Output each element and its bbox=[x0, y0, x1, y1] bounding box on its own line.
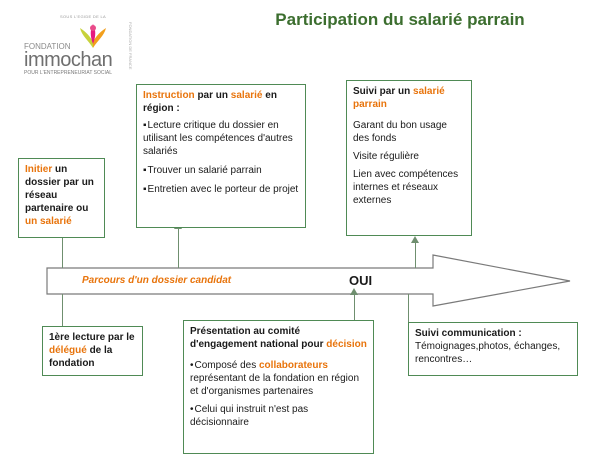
list-item: Lien avec compétences internes et réseau… bbox=[353, 169, 459, 206]
lecture-p2: délégué bbox=[49, 345, 87, 356]
oui-label: OUI bbox=[349, 273, 373, 288]
logo-tagline: POUR L'ENTREPRENEURIAT SOCIAL bbox=[24, 70, 113, 76]
lecture-p1: 1ère lecture par le bbox=[49, 332, 135, 343]
instruction-h1: Instruction bbox=[143, 90, 195, 101]
connector-initier bbox=[62, 236, 63, 268]
presentation-h1: Présentation au comité d'engagement nati… bbox=[190, 326, 327, 350]
box-lecture: 1ère lecture par le délégué de la fondat… bbox=[42, 326, 143, 376]
initier-part3: un salarié bbox=[25, 216, 72, 227]
connector-lecture bbox=[62, 294, 63, 326]
presentation-bullet-1: Composé des collaborateurs représentant … bbox=[190, 359, 367, 398]
communication-body: Témoignages,photos, échanges, rencontres… bbox=[415, 341, 561, 365]
presentation-b1c: représentant de la fondation en région e… bbox=[190, 373, 360, 397]
box-suivi-parrain: Suivi par un salarié parrain Garant du b… bbox=[346, 80, 472, 236]
box-instruction: Instruction par un salarié en région : L… bbox=[136, 84, 306, 228]
logo-side-text: FONDATION DE FRANCE bbox=[128, 22, 133, 70]
lecture-p3: de la fondation bbox=[49, 345, 113, 369]
presentation-b1b: collaborateurs bbox=[259, 360, 328, 371]
logo-fondation: FONDATION bbox=[24, 42, 71, 51]
initier-part2: un dossier par un réseau partenaire ou bbox=[25, 164, 94, 214]
arrow-shape bbox=[46, 254, 571, 307]
box-initier: Initier un dossier par un réseau partena… bbox=[18, 158, 105, 238]
presentation-bullet-2: Celui qui instruit n'est pas décisionnai… bbox=[190, 403, 367, 429]
instruction-h2: par un bbox=[194, 90, 231, 101]
box-communication: Suivi communication : Témoignages,photos… bbox=[408, 322, 578, 376]
list-item: Visite régulière bbox=[353, 151, 419, 162]
instruction-heading: Instruction par un salarié en région : bbox=[143, 89, 299, 115]
presentation-heading: Présentation au comité d'engagement nati… bbox=[190, 325, 367, 351]
list-item: Lecture critique du dossier en utilisant… bbox=[143, 119, 299, 158]
connector-suivi-arrowhead bbox=[411, 236, 419, 243]
connector-communication bbox=[408, 294, 409, 322]
instruction-list: Lecture critique du dossier en utilisant… bbox=[143, 119, 299, 196]
suivi-h1: Suivi par un bbox=[353, 86, 414, 97]
instruction-h3: salarié bbox=[230, 90, 263, 101]
logo-name: immochan bbox=[24, 49, 113, 71]
connector-instruction bbox=[178, 228, 179, 268]
connector-presentation-arrowhead bbox=[350, 288, 358, 295]
page-title: Participation du salarié parrain bbox=[275, 10, 525, 29]
presentation-b1a: Composé des bbox=[194, 360, 259, 371]
connector-suivi bbox=[415, 242, 416, 268]
list-item: Entretien avec le porteur de projet bbox=[143, 183, 299, 196]
logo-figure-icon bbox=[80, 24, 106, 48]
arrow-label: Parcours d'un dossier candidat bbox=[82, 275, 232, 286]
instruction-h4: en région : bbox=[143, 90, 277, 114]
connector-presentation bbox=[354, 294, 355, 320]
presentation-h2: décision bbox=[326, 339, 367, 350]
immochan-logo: SOUS L'EGIDE DE LA FONDATION immochan PO… bbox=[20, 14, 133, 76]
suivi-h2: salarié parrain bbox=[353, 86, 445, 110]
initier-part1: Initier bbox=[25, 164, 53, 175]
list-item: Garant du bon usage des fonds bbox=[353, 120, 447, 144]
suivi-heading: Suivi par un salarié parrain bbox=[353, 85, 465, 111]
communication-heading: Suivi communication : bbox=[415, 328, 522, 339]
logo-top-text: SOUS L'EGIDE DE LA bbox=[60, 14, 106, 19]
box-presentation: Présentation au comité d'engagement nati… bbox=[183, 320, 374, 454]
list-item: Trouver un salarié parrain bbox=[143, 164, 299, 177]
